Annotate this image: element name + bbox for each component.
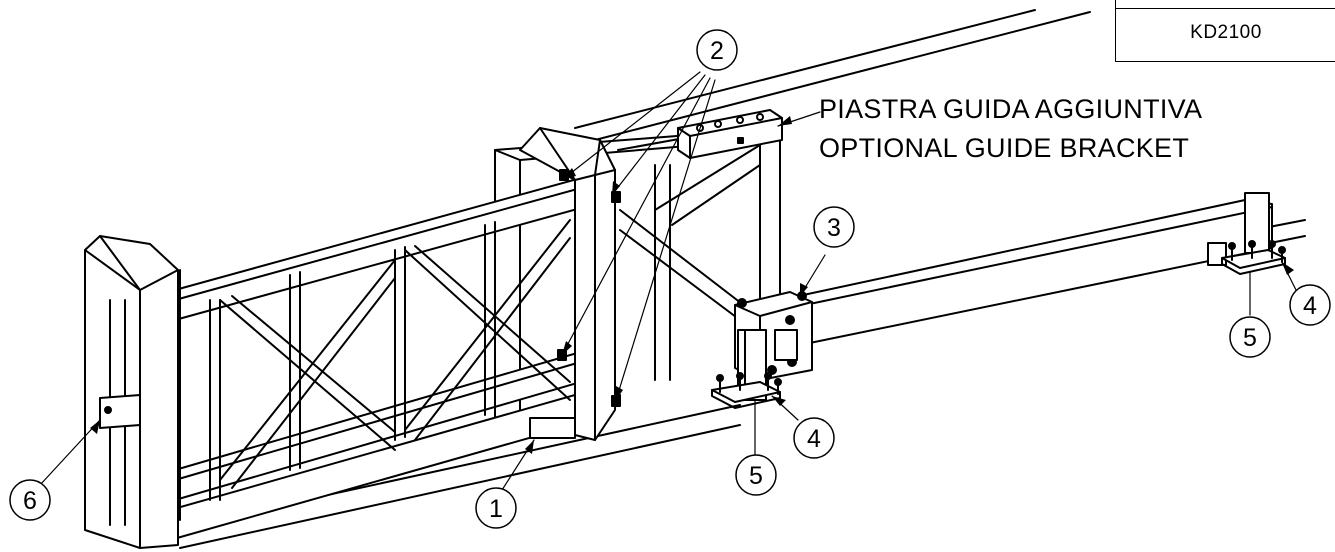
- callout-6: 6: [23, 487, 37, 515]
- callout-6-circle: [9, 479, 51, 521]
- callout-4a: 4: [807, 425, 821, 453]
- callout-1: 1: [489, 495, 503, 523]
- top-guide-bracket: [677, 109, 783, 159]
- base-plate-right: [1221, 240, 1286, 275]
- arrowheads: [90, 116, 1294, 454]
- code-box-divider: [1116, 8, 1335, 9]
- callout-5b: 5: [1243, 324, 1257, 352]
- leader-lines: [39, 71, 1297, 491]
- drawing-code: KD2100: [1190, 22, 1262, 43]
- base-plate-left: [711, 372, 782, 409]
- callout-2-circle: [696, 29, 738, 71]
- centre-post: [519, 127, 616, 441]
- callout-circles: [9, 29, 1331, 529]
- callout-3-circle: [813, 206, 855, 248]
- callout-3: 3: [827, 214, 841, 242]
- callout-4b: 4: [1303, 292, 1317, 320]
- guide-bracket-label-en: OPTIONAL GUIDE BRACKET: [819, 133, 1190, 163]
- drawing-code-box: KD2100: [1115, 0, 1335, 62]
- guide-bracket-label-it: PIASTRA GUIDA AGGIUNTIVA: [819, 94, 1203, 124]
- callout-5a: 5: [749, 462, 763, 490]
- callout-4b-circle: [1289, 284, 1331, 326]
- end-post: [84, 235, 179, 549]
- callout-4a-circle: [793, 417, 835, 459]
- ground-rail: [779, 192, 1273, 346]
- callout-5a-circle: [735, 454, 777, 496]
- callout-5b-circle: [1229, 316, 1271, 358]
- callout-2: 2: [710, 37, 724, 65]
- gate-frame: [169, 169, 621, 541]
- callout-1-circle: [475, 487, 517, 529]
